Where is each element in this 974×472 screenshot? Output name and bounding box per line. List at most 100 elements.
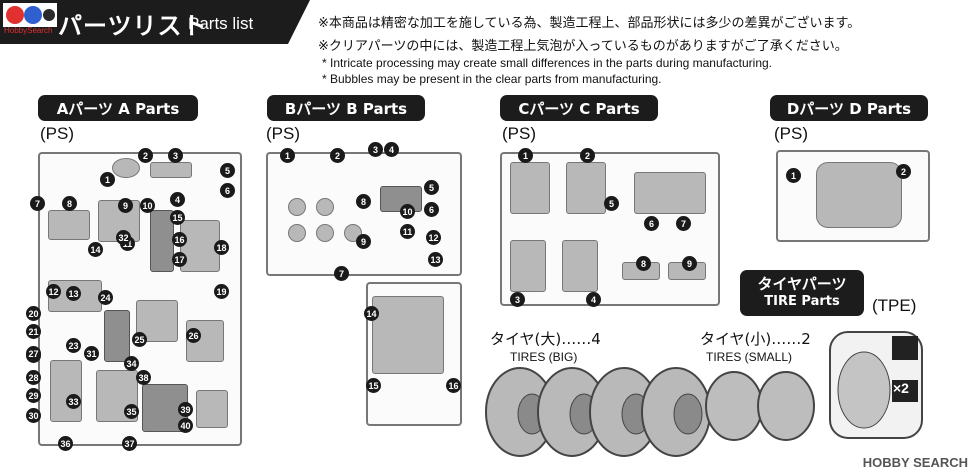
part-number-a-9: 9 — [118, 198, 133, 213]
page-subtitle: Parts list — [188, 14, 254, 33]
part-number-a-40: 40 — [178, 418, 193, 433]
part-c-engine — [634, 172, 706, 214]
part-c-door-right — [562, 240, 598, 292]
part-number-a-21: 21 — [26, 324, 41, 339]
section-b-material: (PS) — [266, 124, 300, 143]
part-number-a-7: 7 — [30, 196, 45, 211]
part-number-a-37: 37 — [122, 436, 137, 451]
watermark: HOBBY SEARCH — [862, 455, 968, 470]
part-c-panel-1 — [510, 162, 550, 214]
tires-big-illustration — [485, 367, 711, 457]
part-a-strut — [104, 310, 130, 362]
part-a-bracket — [150, 162, 192, 178]
note-en-bubbles: * Bubbles may be present in the clear pa… — [322, 72, 662, 86]
part-number-a-36: 36 — [58, 436, 73, 451]
section-a-label: Aパーツ A Parts — [38, 95, 198, 121]
part-c-panel-2 — [566, 162, 606, 214]
part-number-a-5: 5 — [220, 163, 235, 178]
part-number-a-28: 28 — [26, 370, 41, 385]
part-number-a-1: 1 — [100, 172, 115, 187]
section-a-material: (PS) — [40, 124, 74, 143]
part-number-b-16: 16 — [446, 378, 461, 393]
part-number-c-7: 7 — [676, 216, 691, 231]
part-number-a-16: 16 — [172, 232, 187, 247]
part-number-b-9: 9 — [356, 234, 371, 249]
part-b-hub-3 — [316, 198, 334, 216]
part-c-door-left — [510, 240, 546, 292]
part-number-c-6: 6 — [644, 216, 659, 231]
part-number-a-14: 14 — [88, 242, 103, 257]
part-number-b-3: 3 — [368, 142, 383, 157]
tires-small-illustration — [705, 371, 815, 441]
part-number-a-26: 26 — [186, 328, 201, 343]
part-number-b-14: 14 — [364, 306, 379, 321]
part-number-a-30: 30 — [26, 408, 41, 423]
part-number-a-20: 20 — [26, 306, 41, 321]
part-number-b-10: 10 — [400, 204, 415, 219]
note-jp-precision: ※本商品は精密な加工を施している為、製造工程上、部品形状には多少の差異がございま… — [318, 16, 861, 31]
part-a-fin — [196, 390, 228, 428]
part-number-a-2: 2 — [138, 148, 153, 163]
part-number-a-38: 38 — [136, 370, 151, 385]
part-number-a-4: 4 — [170, 192, 185, 207]
tire-multiplier-label: ×2 — [893, 380, 909, 396]
part-number-b-15: 15 — [366, 378, 381, 393]
tire-big-1 — [485, 367, 555, 457]
part-b-hub-1 — [288, 198, 306, 216]
part-number-a-10: 10 — [140, 198, 155, 213]
logo-text: HobbySearch — [4, 26, 53, 35]
tire-assembly-hint — [829, 331, 923, 439]
part-number-a-13: 13 — [66, 286, 81, 301]
part-number-a-33: 33 — [66, 394, 81, 409]
part-number-a-15: 15 — [170, 210, 185, 225]
section-c-label: Cパーツ C Parts — [500, 95, 658, 121]
part-number-c-5: 5 — [604, 196, 619, 211]
note-jp-bubbles: ※クリアパーツの中には、製造工程上気泡が入っているものがありますがご了承ください… — [318, 39, 848, 54]
section-tire-label: タイヤパーツ TIRE Parts — [740, 270, 864, 316]
part-number-a-39: 39 — [178, 402, 193, 417]
part-number-a-24: 24 — [98, 290, 113, 305]
part-number-a-35: 35 — [124, 404, 139, 419]
hobbysearch-logo — [3, 3, 57, 27]
tire-small-2 — [757, 371, 815, 441]
tire-small-1 — [705, 371, 763, 441]
part-number-a-6: 6 — [220, 183, 235, 198]
part-a-hub — [112, 158, 140, 178]
part-number-a-8: 8 — [62, 196, 77, 211]
part-number-b-4: 4 — [384, 142, 399, 157]
section-tire-label-en: TIRE Parts — [764, 294, 840, 309]
part-a-arm-left — [48, 210, 90, 240]
part-number-a-34: 34 — [124, 356, 139, 371]
part-number-a-3: 3 — [168, 148, 183, 163]
part-number-c-3: 3 — [510, 292, 525, 307]
part-number-a-12: 12 — [46, 284, 61, 299]
part-number-a-18: 18 — [214, 240, 229, 255]
part-number-a-27: 27 — [26, 346, 41, 361]
part-number-b-13: 13 — [428, 252, 443, 267]
part-a-rod — [50, 360, 82, 422]
part-b-chassis-plate — [372, 296, 444, 374]
part-number-b-2: 2 — [330, 148, 345, 163]
part-number-a-25: 25 — [132, 332, 147, 347]
part-number-a-17: 17 — [172, 252, 187, 267]
part-number-a-32: 32 — [116, 230, 131, 245]
part-number-c-4: 4 — [586, 292, 601, 307]
part-number-b-5: 5 — [424, 180, 439, 195]
tire-small-label: タイヤ(小)……2 — [700, 330, 811, 348]
section-tire-material: (TPE) — [872, 296, 917, 315]
part-number-d-1: 1 — [786, 168, 801, 183]
part-number-c-8: 8 — [636, 256, 651, 271]
part-number-c-9: 9 — [682, 256, 697, 271]
part-number-b-8: 8 — [356, 194, 371, 209]
part-number-c-1: 1 — [518, 148, 533, 163]
part-number-d-2: 2 — [896, 164, 911, 179]
note-en-precision: * Intricate processing may create small … — [322, 56, 772, 70]
part-number-b-6: 6 — [424, 202, 439, 217]
tire-big-label: タイヤ(大)……4 — [490, 330, 601, 348]
part-number-c-2: 2 — [580, 148, 595, 163]
section-tire-label-jp: タイヤパーツ — [757, 275, 847, 293]
tire-big-label-en: TIRES (BIG) — [510, 350, 578, 364]
part-number-b-12: 12 — [426, 230, 441, 245]
part-d-body — [816, 162, 902, 228]
part-number-a-19: 19 — [214, 284, 229, 299]
